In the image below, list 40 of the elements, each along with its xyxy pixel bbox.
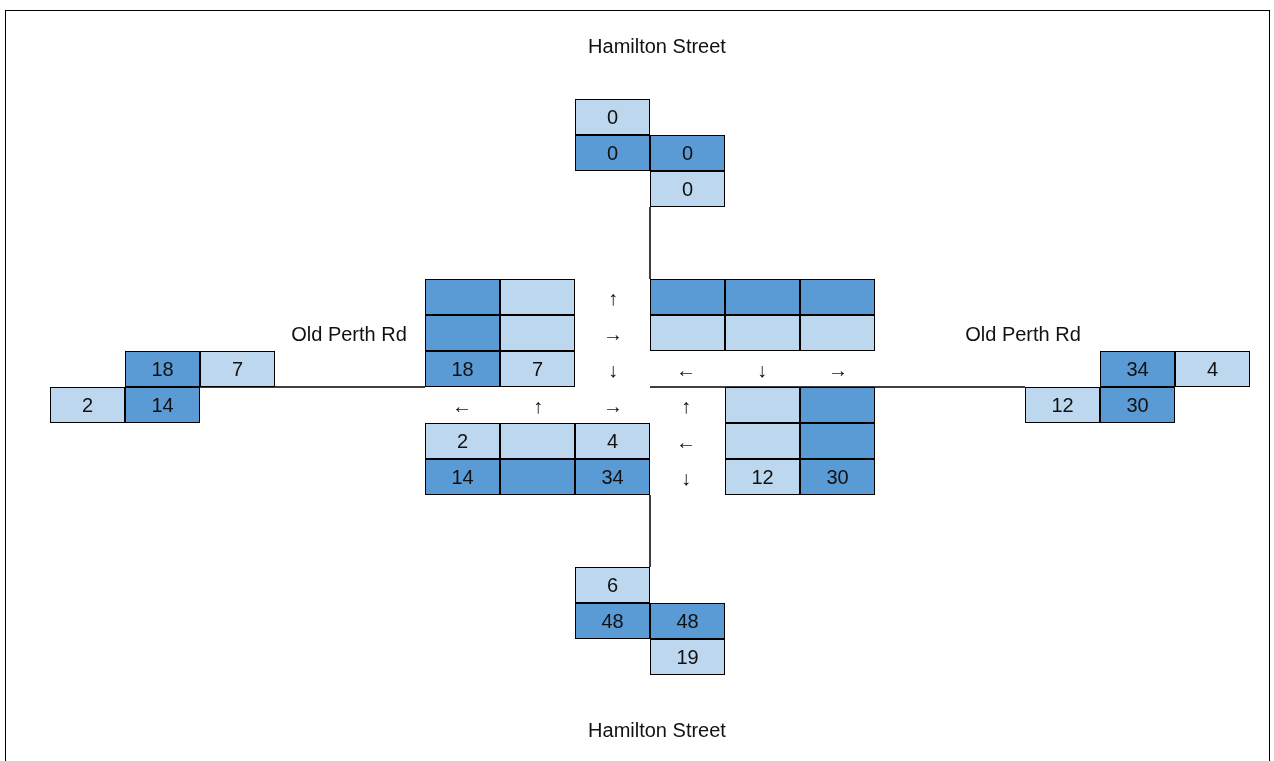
direction-arrow: ← xyxy=(452,394,472,418)
direction-arrow: ← xyxy=(676,358,696,382)
count-cell: 30 xyxy=(800,459,875,495)
count-cell: 14 xyxy=(125,387,200,423)
count-cell: 0 xyxy=(575,99,650,135)
count-cell: 34 xyxy=(575,459,650,495)
count-cell: 48 xyxy=(575,603,650,639)
street-name: Hamilton Street xyxy=(588,34,726,58)
count-cell: 0 xyxy=(650,135,725,171)
count-cell: 0 xyxy=(575,135,650,171)
count-cell: 30 xyxy=(1100,387,1175,423)
count-cell: 12 xyxy=(725,459,800,495)
direction-arrow: ↓ xyxy=(757,358,767,382)
street-name: Hamilton Street xyxy=(588,718,726,742)
count-cell: 7 xyxy=(500,351,575,387)
count-cell: 2 xyxy=(425,423,500,459)
direction-arrow: ↓ xyxy=(681,466,691,490)
direction-arrow: → xyxy=(603,394,623,418)
count-cell: 19 xyxy=(650,639,725,675)
count-cell: 6 xyxy=(575,567,650,603)
count-cell: 34 xyxy=(1100,351,1175,387)
direction-arrow: → xyxy=(828,358,848,382)
direction-arrow: ← xyxy=(676,430,696,454)
count-cell: 4 xyxy=(1175,351,1250,387)
direction-arrow: ↑ xyxy=(681,394,691,418)
count-cell: 2 xyxy=(50,387,125,423)
direction-arrow: ↑ xyxy=(608,286,618,310)
street-name: Old Perth Rd xyxy=(965,322,1081,346)
direction-arrow: → xyxy=(603,322,623,346)
direction-arrow: ↓ xyxy=(608,358,618,382)
count-cell: 12 xyxy=(1025,387,1100,423)
count-cell: 48 xyxy=(650,603,725,639)
street-name: Old Perth Rd xyxy=(291,322,407,346)
count-cell: 4 xyxy=(575,423,650,459)
count-cell: 18 xyxy=(125,351,200,387)
count-cell: 7 xyxy=(200,351,275,387)
direction-arrow: ↑ xyxy=(533,394,543,418)
count-cell: 14 xyxy=(425,459,500,495)
count-cell: 0 xyxy=(650,171,725,207)
count-cell: 18 xyxy=(425,351,500,387)
